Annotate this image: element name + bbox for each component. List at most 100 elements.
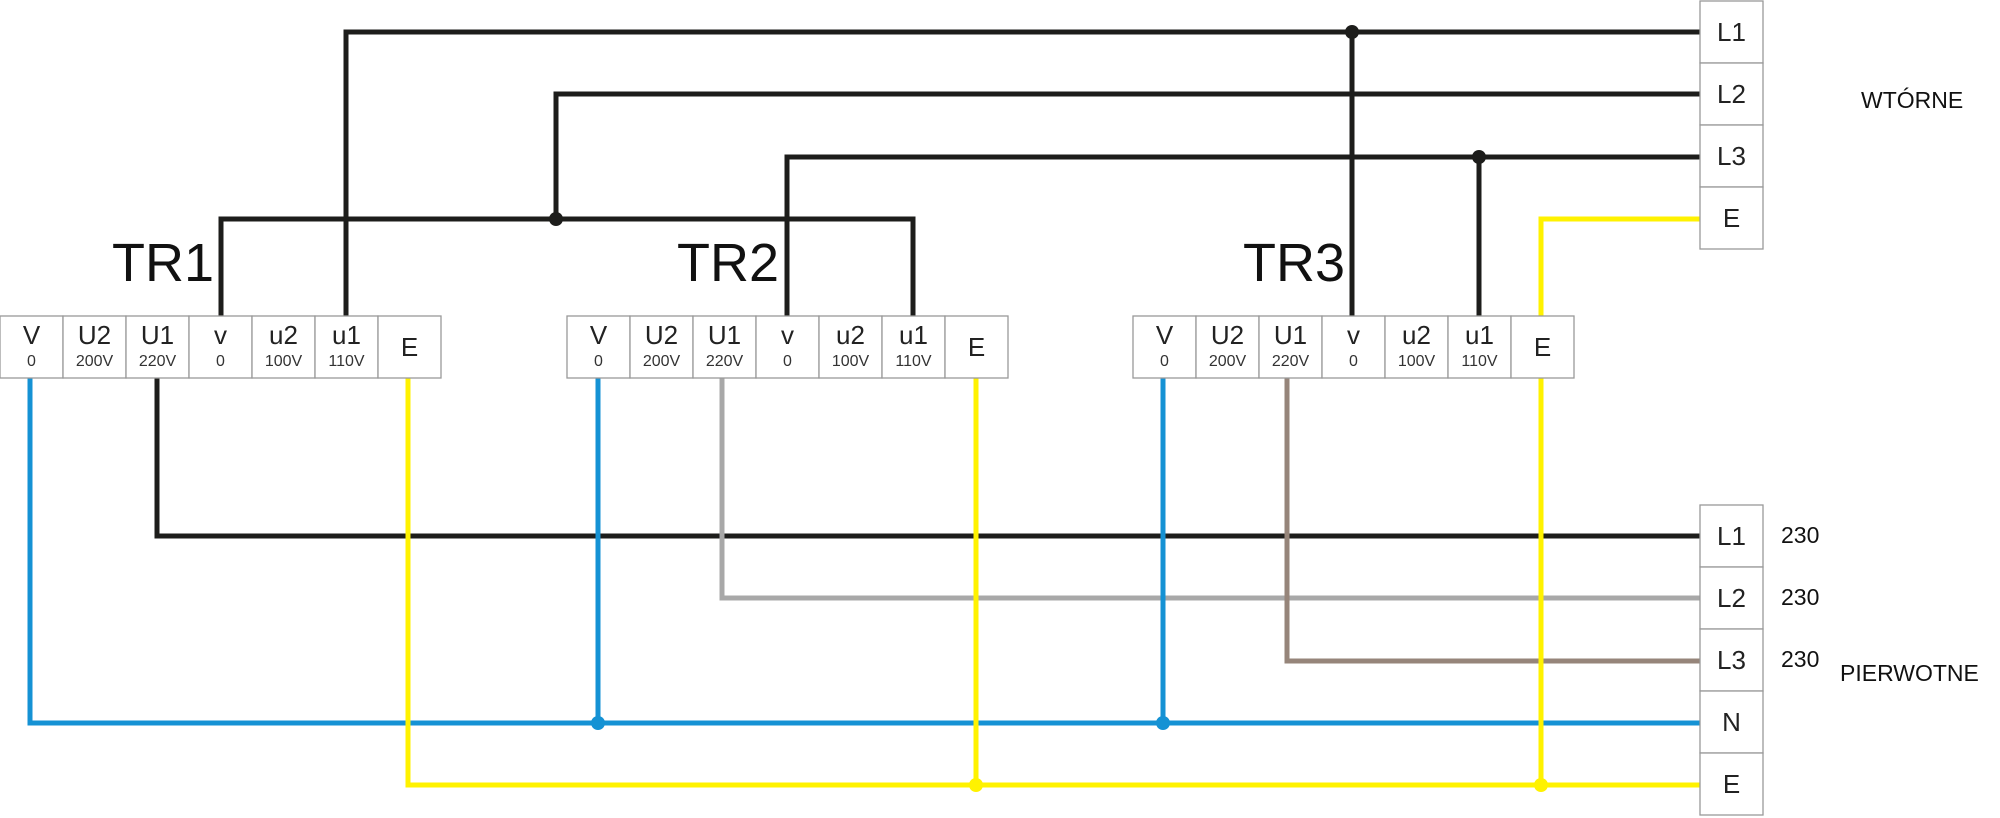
terminal-label: u2 [836,320,865,350]
terminal-cell: v0 [755,315,820,379]
junction-dot [1345,25,1359,39]
terminal-cell: U1 220V [125,315,190,379]
terminal-cell: L2 [1699,62,1764,126]
terminal-box [755,315,820,379]
terminal-rating: 100V [265,353,303,370]
voltage-label: 230 [1781,522,1819,548]
secondary-label: WTÓRNE [1861,87,1963,113]
terminal-box [62,315,127,379]
terminal-box [1195,315,1260,379]
terminal-cell: u1 110V [314,315,379,379]
terminal-cell: L2 [1699,566,1764,630]
terminal-cell: N [1699,690,1764,754]
terminal-cell: v0 [1321,315,1386,379]
terminal-box [1132,315,1197,379]
terminal-rating: 0 [1349,353,1358,370]
terminal-label: E [1723,203,1740,233]
terminal-rating: 0 [783,353,792,370]
terminal-label: U1 [1274,320,1307,350]
wire-primary-l1 [154,378,1700,539]
terminal-box [566,315,631,379]
terminal-box [1699,628,1764,692]
voltage-label: 230 [1781,646,1819,672]
terminal-rating: 110V [895,353,932,370]
terminal-box [1510,315,1575,379]
transformer-title: TR2 [677,233,779,293]
terminal-box [1258,315,1323,379]
terminal-cell: E [1510,315,1575,379]
terminal-rating: 220V [706,353,744,370]
terminal-label: L3 [1717,645,1746,675]
terminal-label: V [590,320,608,350]
terminal-box [1699,504,1764,568]
terminal-label: u1 [1465,320,1494,350]
transformer-titles: TR1 TR2 TR3 [112,233,1345,293]
terminal-box [692,315,757,379]
terminal-label: L3 [1717,141,1746,171]
terminal-cell: L3 [1699,124,1764,188]
wire-tr1-tr2-bridge [218,216,916,316]
terminal-cell: E [944,315,1009,379]
wire-earth-primary [405,378,1700,788]
terminal-box [125,315,190,379]
terminal-box [188,315,253,379]
terminal-rating: 220V [139,353,177,370]
junction-dot [591,716,605,730]
terminal-label: u1 [332,320,361,350]
voltage-label: 230 [1781,584,1819,610]
terminal-box [818,315,883,379]
terminal-label: E [968,332,985,362]
terminal-box [1321,315,1386,379]
terminal-label: v [781,320,794,350]
terminal-cell: V0 [1132,315,1197,379]
junction-dot [1472,150,1486,164]
junction-dot [549,212,563,226]
terminal-label: E [401,332,418,362]
terminal-label: U1 [708,320,741,350]
terminal-cell: v0 [188,315,253,379]
terminal-cell: L1 [1699,0,1764,64]
terminal-label: U1 [141,320,174,350]
wire-primary-l2 [719,378,1700,601]
terminal-box [1699,186,1764,250]
terminal-rating: 110V [328,353,365,370]
terminal-cell: V0 [0,315,64,379]
terminal-rating: 200V [1209,353,1247,370]
wires [27,29,1700,788]
terminal-box [1699,752,1764,816]
terminal-label: N [1722,707,1741,737]
terminal-box [1699,566,1764,630]
terminal-cell: L3 [1699,628,1764,692]
terminal-label: u2 [1402,320,1431,350]
wire-secondary-l1 [343,29,1700,316]
transformer-title: TR3 [1243,233,1345,293]
wire-secondary-l3 [784,154,1700,316]
terminal-cell: L1 [1699,504,1764,568]
wire-primary-l3 [1284,378,1700,664]
terminal-label: E [1723,769,1740,799]
terminal-cell: U1 220V [692,315,757,379]
terminal-cell: V0 [566,315,631,379]
terminal-label: U2 [78,320,111,350]
terminal-cell: E [1699,186,1764,250]
terminal-rating: 0 [1160,353,1169,370]
terminal-rating: 200V [76,353,114,370]
terminal-cell: U2 200V [62,315,127,379]
primary-voltages: 230 230 230 [1781,522,1819,672]
transformer-title: TR1 [112,233,214,293]
terminal-box [944,315,1009,379]
junctions [549,25,1548,792]
terminal-label: L1 [1717,521,1746,551]
terminal-label: V [23,320,41,350]
